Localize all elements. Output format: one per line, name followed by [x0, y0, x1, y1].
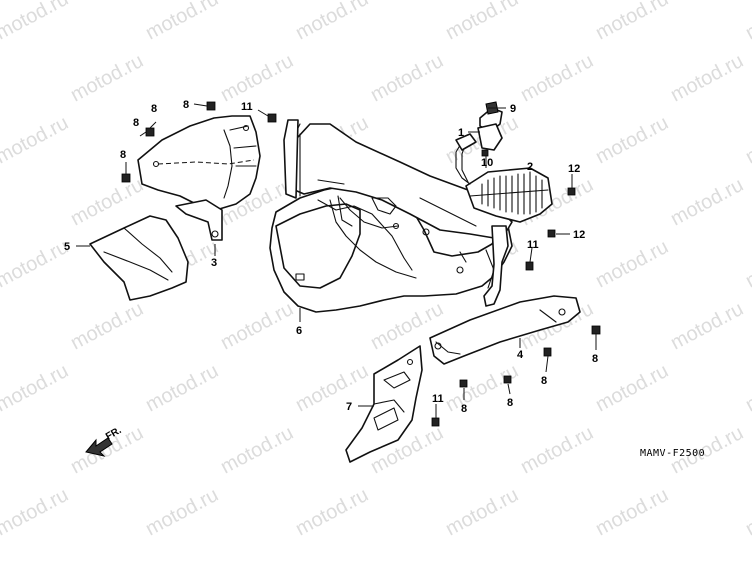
- watermark-text: motod.ru: [67, 50, 147, 106]
- watermark-text: motod.ru: [217, 422, 297, 478]
- watermark-text: motod.ru: [142, 484, 222, 540]
- callout-labels: 8 8 8 8 11 9 1 10 2 12 12 11 5 3 6 4 7 8…: [64, 99, 598, 415]
- callout-7: 7: [346, 401, 352, 413]
- callout-8: 8: [592, 353, 598, 365]
- left-cover-part: [89, 215, 189, 301]
- watermark-text: motod.ru: [442, 484, 522, 540]
- callout-2: 2: [527, 161, 533, 173]
- bolt-11-b: [525, 261, 534, 271]
- bolt-12-b: [547, 229, 556, 238]
- callout-11: 11: [432, 393, 444, 405]
- watermark-text: motod.ru: [667, 298, 747, 354]
- callout-11: 11: [527, 239, 539, 251]
- screw-10: [481, 149, 489, 157]
- watermark-text: motod.ru: [217, 50, 297, 106]
- watermark-text: motod.ru: [592, 360, 672, 416]
- watermark-text: motod.ru: [517, 422, 597, 478]
- callout-8: 8: [120, 149, 126, 161]
- bolt-11-c: [431, 417, 440, 427]
- bolt-8-f: [503, 375, 512, 384]
- watermark-text: motod.ru: [442, 0, 522, 44]
- bolt-8-g: [459, 379, 468, 388]
- bolt-12-a: [567, 187, 576, 196]
- watermark-text: motod.ru: [367, 50, 447, 106]
- watermark-text: motod.ru: [0, 360, 72, 416]
- watermark-text: motod.ru: [592, 0, 672, 44]
- watermark-text: motod.ru: [142, 360, 222, 416]
- watermark-text: motod.ru: [67, 174, 147, 230]
- front-arrow-icon: [85, 437, 113, 457]
- callout-8: 8: [461, 403, 467, 415]
- callout-11: 11: [241, 101, 253, 113]
- callout-8: 8: [183, 99, 189, 111]
- watermark-text: motod.ru: [0, 112, 72, 168]
- diagram-code: MAMV-F2500: [640, 448, 705, 459]
- main-cowl-part: [269, 119, 513, 313]
- callout-10: 10: [481, 157, 493, 169]
- watermark-text: motod.ru: [742, 484, 752, 540]
- callout-3: 3: [211, 257, 217, 269]
- regulator-rectifier-part: [465, 167, 553, 223]
- callout-6: 6: [296, 325, 302, 337]
- callout-12: 12: [568, 163, 580, 175]
- watermark-text: motod.ru: [742, 0, 752, 44]
- callout-8: 8: [133, 117, 139, 129]
- watermark-text: motod.ru: [667, 50, 747, 106]
- callout-12: 12: [573, 229, 585, 241]
- watermark-text: motod.ru: [742, 112, 752, 168]
- callout-8: 8: [151, 103, 157, 115]
- wire-harness-part: [455, 133, 477, 185]
- watermark-text: motod.ru: [217, 298, 297, 354]
- lower-bracket-part: [345, 345, 423, 463]
- watermark-text: motod.ru: [0, 236, 72, 292]
- watermark-text: motod.ru: [292, 360, 372, 416]
- bolt-8-b: [145, 127, 155, 137]
- clip-part: [477, 101, 503, 151]
- watermark-text: motod.ru: [0, 484, 72, 540]
- leader-lines: [76, 103, 597, 418]
- bolt-8-c: [121, 173, 131, 183]
- lower-right-panel-part: [429, 295, 581, 365]
- bolt-11-a: [267, 113, 277, 123]
- upper-cover-part: [137, 115, 261, 241]
- watermark-text: motod.ru: [742, 236, 752, 292]
- callout-1: 1: [458, 127, 464, 139]
- bolt-8-e: [543, 347, 552, 357]
- bolt-8-a: [206, 101, 216, 111]
- watermark-text: motod.ru: [517, 50, 597, 106]
- callout-4: 4: [517, 349, 524, 361]
- watermark-text: motod.ru: [667, 174, 747, 230]
- bolt-8-d: [591, 325, 601, 335]
- watermark-text: motod.ru: [142, 0, 222, 44]
- watermark-text: motod.ru: [592, 112, 672, 168]
- watermark-text: motod.ru: [592, 484, 672, 540]
- watermark-text: motod.ru: [292, 0, 372, 44]
- callout-8: 8: [541, 375, 547, 387]
- watermark-text: motod.ru: [592, 236, 672, 292]
- watermark-text: motod.ru: [742, 360, 752, 416]
- callout-5: 5: [64, 241, 70, 253]
- callout-8: 8: [507, 397, 513, 409]
- callout-9: 9: [510, 103, 516, 115]
- watermark-text: motod.ru: [0, 0, 72, 44]
- bolt-fasteners: [121, 101, 601, 427]
- watermark-text: motod.ru: [67, 298, 147, 354]
- watermark-text: motod.ru: [292, 484, 372, 540]
